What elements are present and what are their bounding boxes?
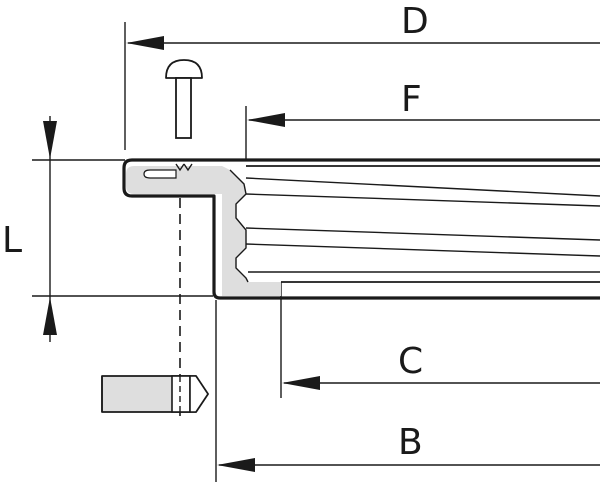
gasket-slot: [143, 169, 177, 179]
label-d: D: [401, 1, 429, 42]
arrowhead-l-top: [43, 121, 57, 159]
frame-outline: [122, 158, 600, 300]
pin: [101, 375, 209, 413]
frame-outer-line: [122, 158, 600, 300]
arrowhead-c: [282, 376, 320, 390]
dimension-c: C: [282, 341, 600, 390]
gasket-body: [126, 166, 281, 296]
dimension-b: B: [217, 422, 600, 472]
rivet-head: [165, 59, 203, 79]
pin-cap-band: [171, 375, 191, 413]
rivet: [165, 59, 203, 139]
taper-line-3: [245, 227, 600, 241]
label-c: C: [398, 341, 423, 382]
tapered-lines: [245, 177, 600, 257]
gasket-serrations: [229, 169, 249, 283]
dimension-l: L: [2, 116, 57, 342]
rivet-shank: [175, 77, 192, 139]
extension-lines: [32, 22, 282, 482]
gasket-profile: [126, 163, 281, 296]
arrowhead-f: [247, 113, 285, 127]
arrowhead-d: [126, 36, 164, 50]
arrowhead-l-bottom: [43, 297, 57, 335]
taper-line-4: [245, 243, 600, 257]
gasket-teeth: [175, 163, 193, 172]
dimension-d: D: [126, 1, 600, 50]
pin-tip: [189, 375, 209, 413]
dimension-f: F: [247, 79, 600, 127]
taper-line-2: [245, 193, 600, 207]
label-l: L: [2, 220, 22, 261]
arrowhead-b: [217, 458, 255, 472]
taper-line-1: [245, 177, 600, 197]
label-b: B: [398, 422, 423, 463]
label-f: F: [401, 79, 422, 120]
